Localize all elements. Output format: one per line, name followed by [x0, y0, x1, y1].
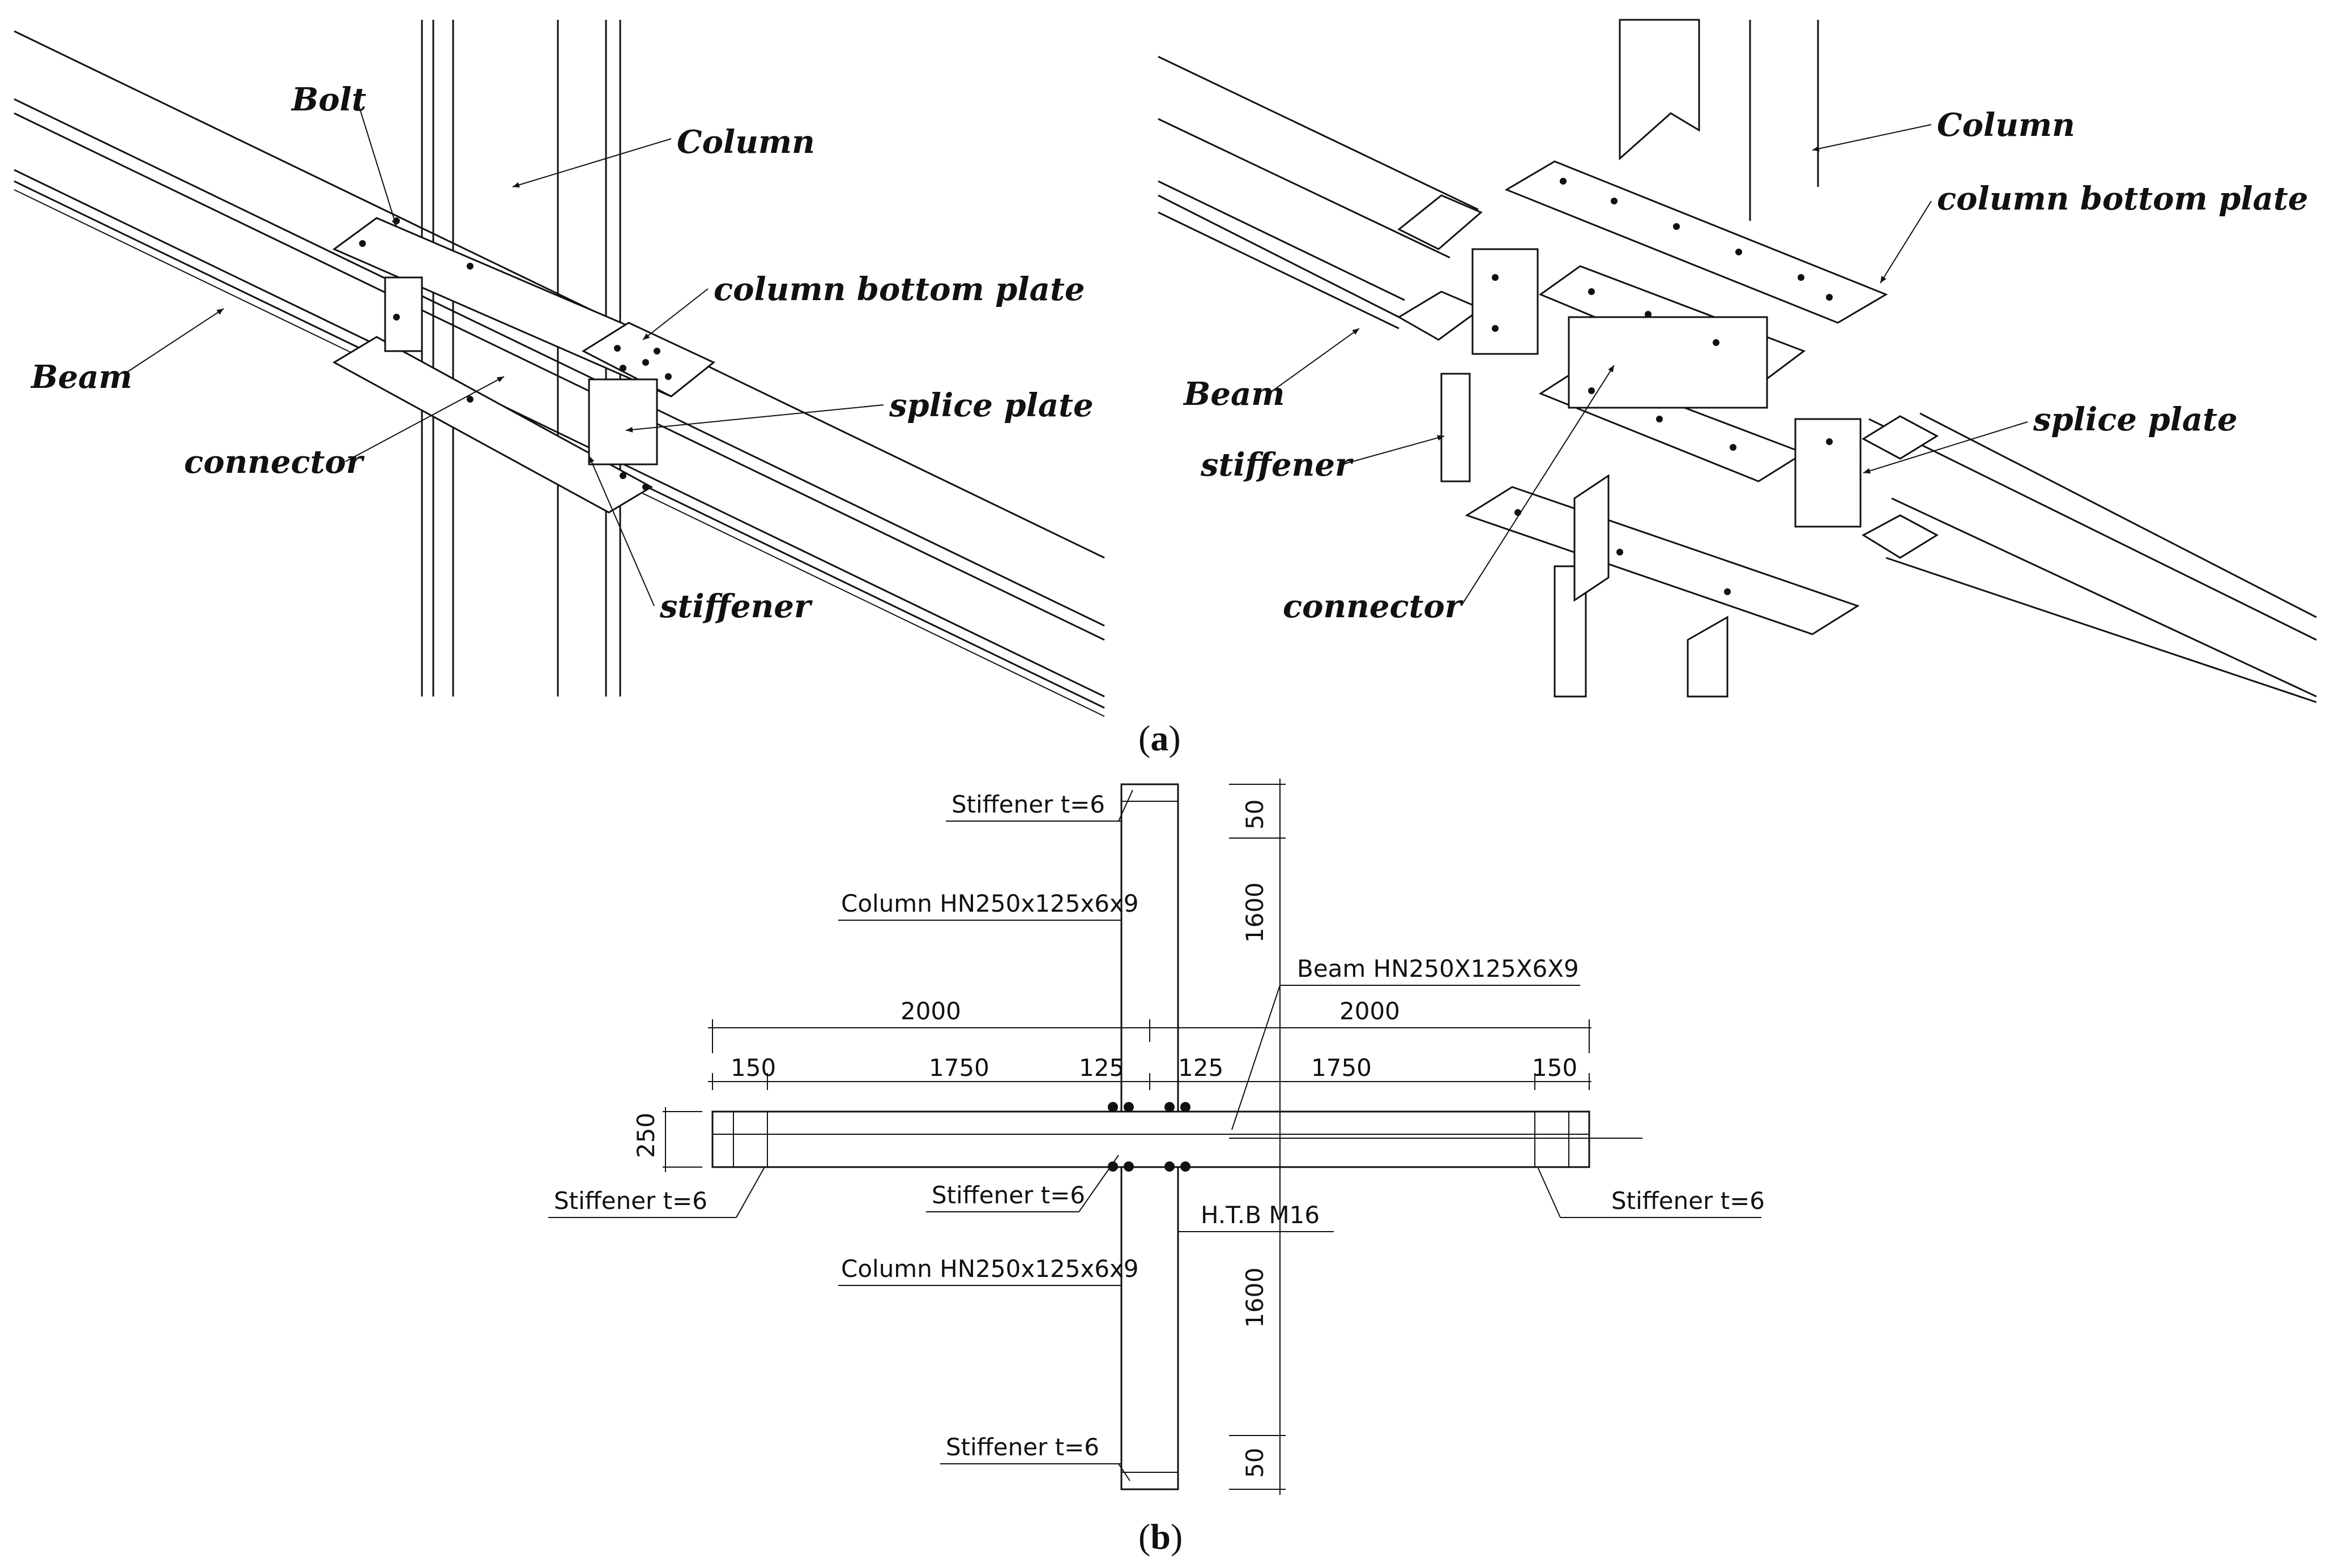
callout-stiffener-mid: Stiffener t=6	[932, 1181, 1085, 1209]
callout-beam: Beam HN250X125X6X9	[1297, 955, 1579, 982]
dim-left-2000: 2000	[901, 997, 961, 1025]
callout-stiffener-top: Stiffener t=6	[951, 791, 1105, 818]
label-column: Column	[677, 123, 815, 161]
callout-stiffener-left: Stiffener t=6	[554, 1187, 707, 1215]
callout-column-bottom: Column HN250x125x6x9	[841, 1255, 1139, 1283]
dim-bottom-50: 50	[1241, 1448, 1269, 1478]
dim-bottom-1600: 1600	[1241, 1267, 1269, 1328]
beam-iso-right-right	[1861, 412, 2317, 703]
dim-top-1600: 1600	[1241, 882, 1269, 943]
plates-iso-right	[1440, 160, 1888, 635]
label-splice-plate-right: splice plate	[2033, 401, 2238, 438]
dim-right-125: 125	[1178, 1054, 1223, 1082]
label-column-bottom-plate: column bottom plate	[714, 271, 1085, 308]
dim-right-2000: 2000	[1339, 997, 1400, 1025]
bolt-holes-left	[359, 217, 672, 490]
cad-drawing: 50 1600 1600 50 2000 2000 150 1750 125 1…	[548, 779, 1765, 1495]
label-stiffener-right: stiffener	[1200, 446, 1354, 484]
dim-left-150: 150	[731, 1054, 776, 1082]
beam-iso-right-left	[1158, 55, 1483, 341]
column-iso-right	[1554, 19, 1819, 698]
dim-top-50: 50	[1241, 800, 1269, 830]
label-connector: connector	[184, 443, 365, 481]
label-stiffener: stiffener	[659, 588, 813, 625]
dim-right-150: 150	[1532, 1054, 1577, 1082]
caption-a: (a)	[1138, 718, 1181, 758]
vertical-dimensions: 50 1600 1600 50	[1229, 779, 1286, 1495]
dim-right-1750: 1750	[1311, 1054, 1372, 1082]
label-bolt: Bolt	[291, 81, 366, 118]
iso-exploded-view: Column column bottom plate Beam splice p…	[1158, 19, 2317, 703]
iso-assembled-view: Bolt Column column bottom plate Beam spl…	[14, 20, 1105, 717]
bolts-cad	[1108, 1102, 1190, 1172]
bolt-holes-right	[1492, 178, 1833, 595]
callout-htb: H.T.B M16	[1201, 1201, 1320, 1229]
column-bottom-plate-iso-left	[332, 217, 715, 514]
dim-left-125: 125	[1079, 1054, 1124, 1082]
label-splice-plate: splice plate	[889, 387, 1094, 424]
callout-stiffener-right: Stiffener t=6	[1611, 1187, 1765, 1215]
label-column-right: Column	[1937, 106, 2075, 144]
label-beam: Beam	[30, 358, 133, 396]
dim-left-1750: 1750	[929, 1054, 989, 1082]
callout-column-top: Column HN250x125x6x9	[841, 890, 1139, 917]
beam-iso-left	[14, 30, 1105, 717]
label-column-bottom-plate-right: column bottom plate	[1937, 180, 2308, 217]
label-beam-right: Beam	[1183, 375, 1285, 413]
callout-stiffener-bottom: Stiffener t=6	[946, 1433, 1099, 1461]
caption-b: (b)	[1138, 1516, 1183, 1557]
cad-callouts: Stiffener t=6 Column HN250x125x6x9 Beam …	[548, 789, 1765, 1481]
beam-cad	[711, 1110, 1642, 1168]
label-connector-right: connector	[1283, 588, 1463, 625]
horizontal-dimensions: 2000 2000 150 1750 125 125 1750 150 250	[632, 997, 1591, 1172]
dim-depth-250: 250	[632, 1113, 660, 1158]
